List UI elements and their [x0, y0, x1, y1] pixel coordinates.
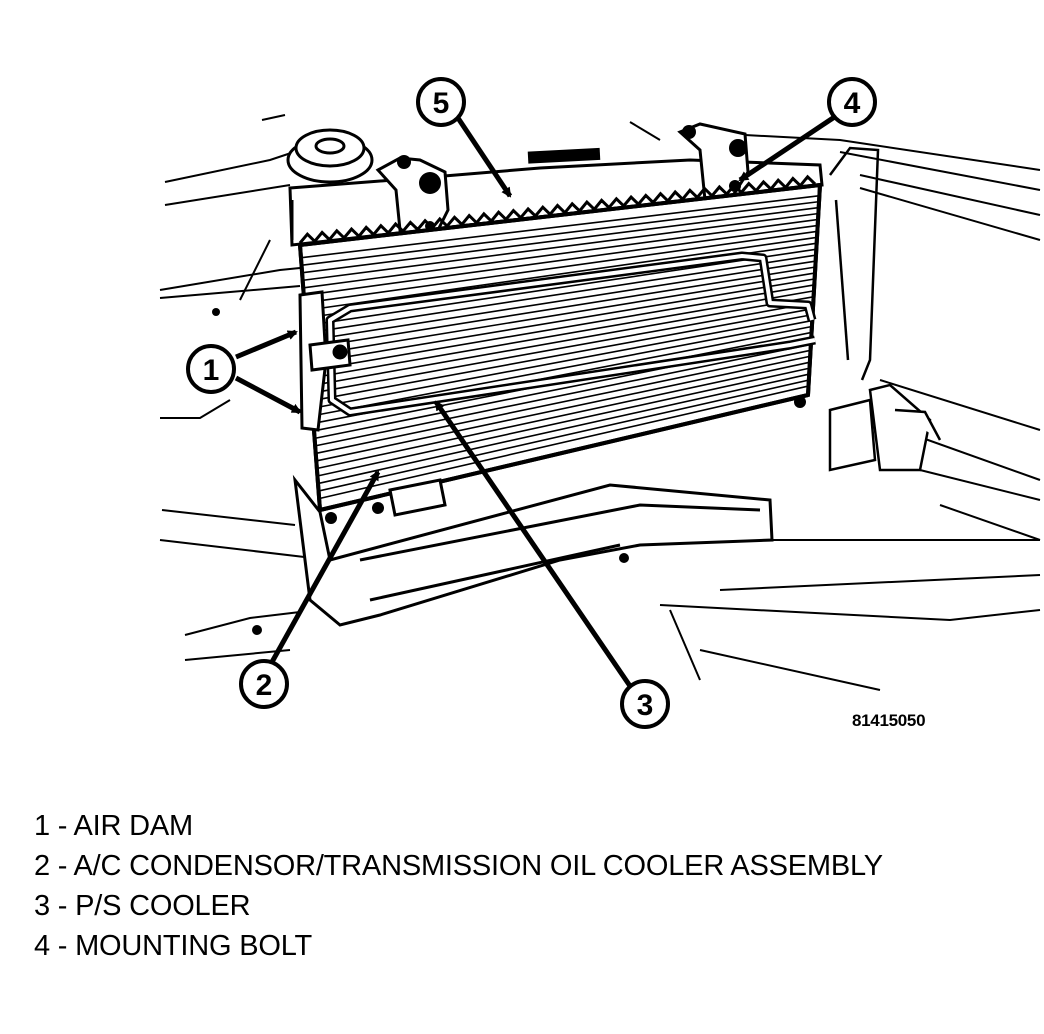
- condenser-fin-line: [312, 313, 812, 409]
- condenser-fin-line: [316, 355, 810, 462]
- leader-2: [269, 470, 381, 664]
- leader-4: [738, 113, 838, 183]
- condenser-fin-line: [308, 266, 815, 349]
- condenser-fin-line: [304, 212, 817, 281]
- ps-cooler-tube-inner: [328, 254, 816, 414]
- condenser-fin-line: [305, 230, 817, 304]
- leader-1b: [234, 375, 302, 415]
- callout-1: 1: [186, 344, 236, 394]
- condenser-fin-line: [307, 254, 815, 334]
- legend-item: 2 - A/C CONDENSOR/TRANSMISSION OIL COOLE…: [34, 850, 883, 882]
- condenser-fin-line: [302, 201, 818, 266]
- condenser-fin-line: [318, 373, 810, 485]
- condenser-fin-line: [317, 361, 810, 470]
- callout-2-label: 2: [256, 669, 273, 702]
- condenser-fin-line: [309, 278, 814, 364]
- condenser-fin-line: [310, 284, 814, 372]
- condenser-fin-line: [304, 218, 817, 289]
- condenser-fin-line: [303, 207, 818, 274]
- callout-5: 5: [416, 77, 466, 127]
- callout-4-label: 4: [844, 87, 861, 120]
- legend-item: 3 - P/S COOLER: [34, 890, 251, 922]
- condenser-fin-line: [317, 367, 810, 477]
- leader-5: [455, 116, 513, 198]
- radiator-cap-icon: [286, 128, 374, 184]
- radiator-tank-serration: [298, 174, 817, 244]
- callout-3-label: 3: [637, 689, 654, 722]
- condenser-fin-line: [318, 379, 809, 492]
- right-hardware: [828, 383, 942, 472]
- legend: 1 - AIR DAM 2 - A/C CONDENSOR/TRANSMISSI…: [34, 806, 883, 966]
- condenser-fin-line: [311, 302, 813, 394]
- legend-item: 1 - AIR DAM: [34, 810, 193, 842]
- condenser-fin-line: [308, 260, 815, 342]
- condenser-diagram: 1 2 3 4 5: [159, 77, 1041, 729]
- leader-3: [433, 400, 633, 688]
- lower-panel: [292, 474, 774, 627]
- condenser-fin-line: [316, 349, 811, 455]
- legend-item: 4 - MOUNTING BOLT: [34, 930, 313, 962]
- condenser-fin-line: [309, 272, 815, 357]
- condenser-fin-line: [305, 224, 817, 296]
- condenser-fin-line: [312, 308, 813, 402]
- figure-id: 81415050: [852, 711, 926, 730]
- side-support: [828, 146, 880, 381]
- condenser-fin-line: [315, 343, 811, 447]
- callout-1-label: 1: [203, 354, 220, 387]
- condenser-fin-line: [311, 296, 813, 387]
- callout-3: 3: [620, 679, 670, 729]
- callout-2: 2: [239, 659, 289, 709]
- condenser-fin-line: [319, 385, 809, 500]
- callout-4: 4: [827, 77, 877, 127]
- condenser-fin-line: [313, 319, 812, 417]
- condenser-fin-line: [302, 195, 818, 259]
- callout-leaders: [234, 113, 838, 688]
- vehicle-body-outline: [159, 114, 1041, 691]
- leader-1a: [235, 329, 298, 360]
- condenser-fin-line: [310, 290, 814, 379]
- callout-5-label: 5: [433, 87, 450, 120]
